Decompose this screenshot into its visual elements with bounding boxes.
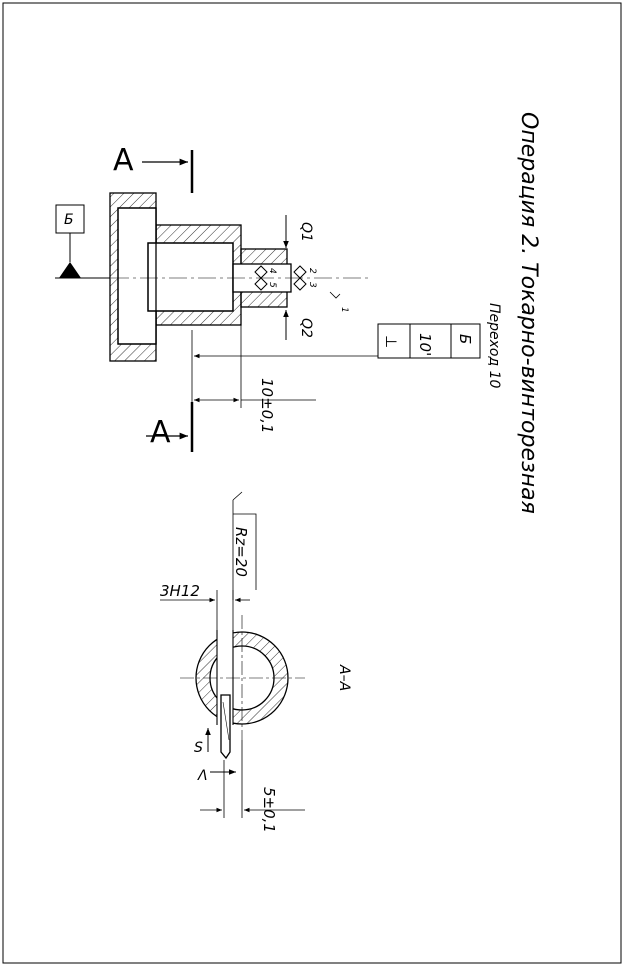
roughness-symbol	[232, 491, 257, 590]
section-letter-top: A	[113, 143, 134, 178]
surface-number-2: 2	[307, 268, 317, 274]
tolerance-datum: Б	[456, 334, 474, 344]
operation-title: Операция 2. Токарно-винторезная	[516, 112, 541, 514]
part-body	[109, 192, 292, 362]
surface-number-3: 3	[307, 282, 317, 288]
section-view-label: A–A	[336, 664, 352, 691]
dimension-offset: 5±0,1	[260, 787, 278, 833]
section-letter-bottom: A	[150, 415, 171, 450]
surface-number-5: 5	[267, 282, 277, 288]
section-view	[180, 615, 305, 760]
datum-letter: Б	[64, 212, 74, 228]
force-q1-label: Q1	[298, 222, 314, 242]
surface-leader	[329, 291, 341, 299]
datum-triangle	[59, 262, 81, 278]
plunge-label: Λ	[197, 768, 208, 784]
surface-number-4: 4	[267, 268, 277, 274]
tolerance-value: 10'	[416, 333, 434, 356]
surface-number-1: 1	[339, 307, 349, 313]
feed-label: S	[194, 740, 203, 756]
step-label: Переход 10	[486, 303, 502, 389]
clamp-marks	[254, 265, 307, 291]
dimension-roughness: Rz=20	[232, 527, 250, 577]
force-q2-label: Q2	[298, 318, 314, 338]
dimension-width-fit: 3H12	[160, 582, 200, 600]
tolerance-symbol: ⊥	[382, 335, 400, 348]
dimension-length: 10±0,1	[258, 378, 276, 434]
tolerance-frame: ⊥ 10' Б	[377, 323, 481, 359]
